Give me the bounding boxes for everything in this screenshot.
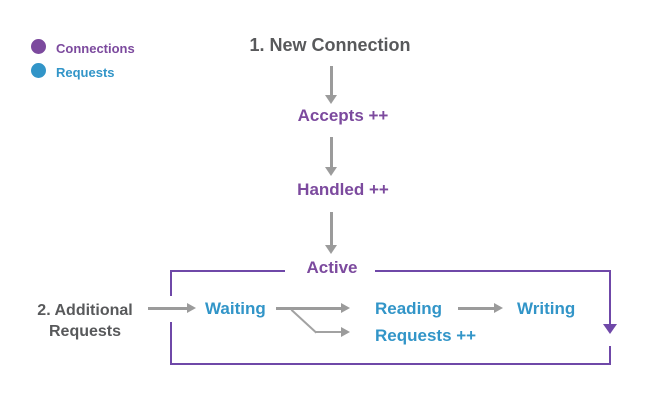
- additional-requests-line2: Requests: [48, 323, 122, 340]
- node-handled: Handled ++: [297, 180, 389, 199]
- node-new-connection: 1. New Connection: [249, 35, 411, 55]
- active-box-border-left-lower: [170, 322, 172, 364]
- arrow-new-to-accepts: [330, 66, 333, 95]
- active-box-border-right-lower: [609, 346, 611, 365]
- requests-dot-icon: [31, 63, 46, 78]
- node-reading: Reading: [375, 299, 443, 318]
- arrow-accepts-to-handled: [330, 137, 333, 167]
- active-box-border-top-left: [170, 270, 285, 272]
- arrow-reading-to-writing: [458, 307, 494, 310]
- arrow-right-icon: [341, 327, 350, 337]
- node-accepts: Accepts ++: [297, 106, 389, 125]
- node-additional-requests: 2. Additional Requests: [37, 300, 132, 342]
- arrow-handled-to-active: [330, 212, 333, 245]
- additional-requests-line1: 2. Additional: [37, 302, 133, 319]
- arrow-waiting-to-requests-diagonal: [290, 309, 318, 334]
- arrow-waiting-to-requests-horizontal: [315, 331, 341, 333]
- arrow-additional-to-waiting: [148, 307, 187, 310]
- node-waiting: Waiting: [205, 299, 266, 318]
- arrow-right-icon: [494, 303, 503, 313]
- arrow-right-icon: [187, 303, 196, 313]
- active-box-down-arrow-icon: [603, 324, 617, 334]
- node-active: Active: [306, 258, 358, 277]
- arrow-waiting-to-reading: [276, 307, 341, 310]
- active-box-border-left-upper: [170, 270, 172, 296]
- active-box-border-bottom: [170, 363, 611, 365]
- arrow-down-icon: [325, 95, 337, 104]
- active-box-border-right-upper: [609, 270, 611, 324]
- arrow-down-icon: [325, 167, 337, 176]
- legend-label-connections: Connections: [56, 41, 135, 56]
- legend-label-requests: Requests: [56, 65, 115, 80]
- arrow-right-icon: [341, 303, 350, 313]
- connections-dot-icon: [31, 39, 46, 54]
- node-writing: Writing: [517, 299, 576, 318]
- arrow-down-icon: [325, 245, 337, 254]
- active-box-border-top-right: [375, 270, 611, 272]
- node-requests-increment: Requests ++: [375, 326, 477, 345]
